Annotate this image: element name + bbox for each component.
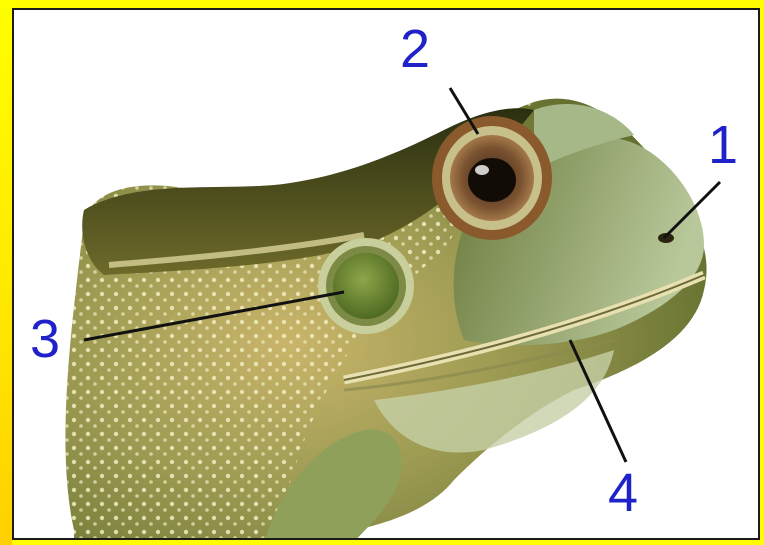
diagram-panel [12, 8, 760, 540]
label-4: 4 [608, 466, 638, 520]
label-3: 3 [30, 312, 60, 366]
label-1: 1 [708, 118, 738, 172]
eye [432, 116, 552, 240]
frog-head-illustration [14, 10, 760, 540]
eardrum [318, 238, 414, 334]
yellow-side-bar [0, 0, 12, 545]
label-2: 2 [400, 22, 430, 76]
